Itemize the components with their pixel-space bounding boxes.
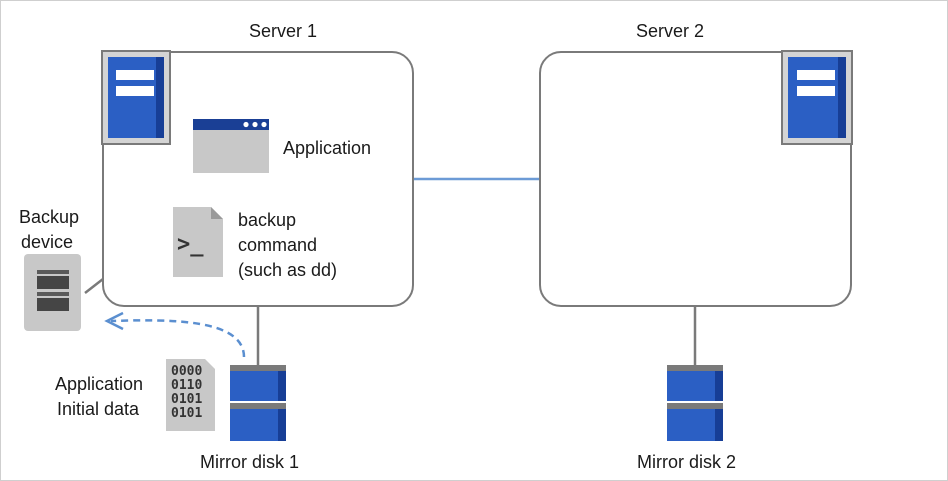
mirror-disk2-label: Mirror disk 2 — [637, 452, 737, 472]
binary-rows: 0000 0110 0101 0101 — [171, 365, 215, 421]
initial-data-label-line2: Initial data — [57, 399, 140, 419]
binary-row-2: 0110 — [171, 378, 203, 393]
backup-dashed-arrow — [110, 319, 246, 358]
server1-title: Server 1 — [249, 21, 318, 41]
backup-command-line2: command — [238, 235, 318, 255]
binary-row-4: 0101 — [171, 406, 203, 421]
backup-arrow-head — [104, 311, 124, 331]
backup-device-label-line1: Backup — [19, 207, 80, 227]
mirror-disk1-label: Mirror disk 1 — [200, 452, 300, 472]
binary-row-3: 0101 — [171, 392, 203, 407]
backup-command-line1: backup — [238, 210, 297, 230]
initial-data-label-line1: Application — [55, 374, 144, 394]
binary-row-1: 0000 — [171, 364, 203, 379]
server1-backup-line — [84, 278, 104, 294]
application-label: Application — [283, 138, 372, 158]
server2-title: Server 2 — [636, 21, 705, 41]
backup-device-label-line2: device — [21, 232, 74, 252]
terminal-prompt-glyph: >_ — [177, 232, 204, 257]
backup-command-line3: (such as dd) — [238, 260, 338, 280]
